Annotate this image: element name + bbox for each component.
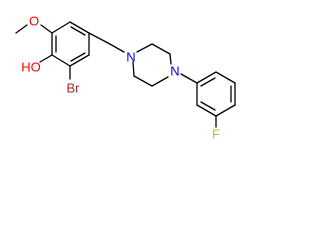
bond-o-c2 xyxy=(40,24,53,34)
bond-pip-f xyxy=(132,61,135,77)
atom-label-hydroxyl: HO xyxy=(21,60,41,75)
bond-ring2-d xyxy=(215,104,236,117)
bond-ring1-c xyxy=(51,54,71,67)
bond-ring2-e xyxy=(196,104,217,117)
structure-canvas: O HO Br N N F xyxy=(15,14,236,142)
molecule-diagram: O HO Br N N F xyxy=(15,14,236,142)
bond-ring2-a xyxy=(196,71,217,84)
bond-pip-b xyxy=(151,43,171,55)
bond-ring1-f xyxy=(69,21,90,34)
bond-ring1-d-inner xyxy=(70,52,86,62)
bond-methyl-o xyxy=(15,24,28,34)
bond-ring1-a xyxy=(51,21,71,34)
bond-ring1-f-inner xyxy=(70,26,86,36)
bond-n2-aryl xyxy=(180,73,198,84)
bond-ring2-b xyxy=(215,71,236,84)
bond-ring2-a-inner xyxy=(200,77,216,87)
atom-label-o-methoxy: O xyxy=(29,14,39,29)
bond-c6-ch2 xyxy=(88,32,109,44)
bond-pip-e xyxy=(133,75,153,87)
bond-pip-d xyxy=(151,76,169,87)
atom-label-nitrogen-left: N xyxy=(126,50,135,65)
bond-ch2-n1 xyxy=(107,42,125,53)
bond-pip-c xyxy=(169,53,172,65)
bond-c3-oh xyxy=(39,54,53,63)
atom-label-fluorine: F xyxy=(212,127,220,142)
bond-ring1-d xyxy=(69,54,90,67)
bond-ring2-e-inner xyxy=(200,101,216,111)
bond-pip-a xyxy=(136,43,153,53)
atom-label-nitrogen-right: N xyxy=(170,64,179,79)
atom-label-bromine: Br xyxy=(67,81,81,96)
